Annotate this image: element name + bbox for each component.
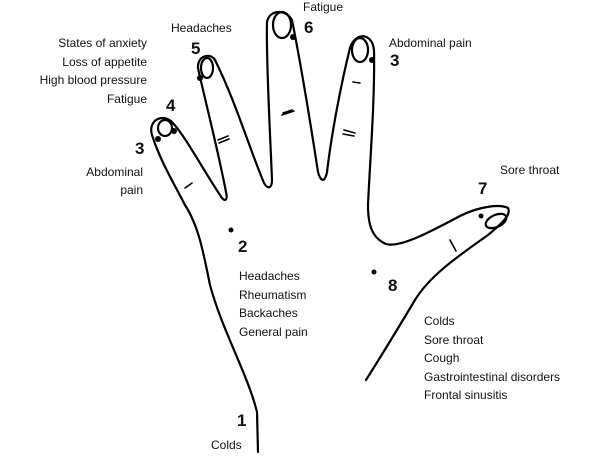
point-3-left-conditions: Abdominal pain bbox=[86, 163, 143, 199]
point-3-left bbox=[155, 136, 161, 142]
condition: Frontal sinusitis bbox=[424, 388, 508, 402]
point-8-conditions: Colds Sore throat Cough Gastrointestinal… bbox=[424, 312, 560, 405]
point-6 bbox=[290, 34, 296, 40]
nail-index bbox=[350, 36, 370, 64]
nail-little bbox=[156, 118, 174, 138]
point-3-right-condition: Abdominal pain bbox=[389, 36, 472, 50]
point-1-condition: Colds bbox=[211, 438, 242, 452]
hand-contour bbox=[150, 10, 510, 454]
nail-ring bbox=[199, 56, 215, 80]
point-6-condition: Fatigue bbox=[303, 0, 344, 14]
point-7-condition: Sore throat bbox=[500, 163, 560, 177]
condition: Rheumatism bbox=[239, 287, 307, 302]
point-5 bbox=[197, 75, 203, 81]
condition: Gastrointestinal disorders bbox=[424, 369, 561, 384]
point-1-number: 1 bbox=[237, 411, 247, 430]
condition: Abdominal bbox=[86, 165, 143, 179]
knuckle-creases bbox=[184, 81, 457, 252]
condition: Sore throat bbox=[424, 332, 484, 347]
condition: General pain bbox=[239, 324, 308, 339]
point-3-right-number: 3 bbox=[390, 51, 400, 70]
condition: Backaches bbox=[239, 306, 298, 320]
point-5-number: 5 bbox=[191, 39, 201, 58]
point-2 bbox=[228, 227, 234, 233]
point-3-right bbox=[369, 57, 375, 63]
condition: States of anxiety bbox=[58, 36, 147, 50]
condition: Fatigue bbox=[106, 91, 147, 106]
point-4-number: 4 bbox=[166, 96, 176, 115]
condition: Headaches bbox=[239, 269, 300, 283]
point-8 bbox=[371, 269, 377, 275]
condition: High blood pressure bbox=[39, 73, 147, 87]
condition: Cough bbox=[424, 351, 460, 365]
nail-thumb bbox=[484, 212, 508, 230]
point-6-number: 6 bbox=[304, 18, 314, 37]
nail-middle bbox=[271, 10, 293, 40]
point-7-number: 7 bbox=[478, 179, 488, 198]
condition: pain bbox=[120, 183, 143, 197]
point-8-number: 8 bbox=[388, 276, 398, 295]
pressure-points bbox=[155, 34, 484, 275]
point-2-number: 2 bbox=[238, 237, 248, 256]
point-4-conditions: States of anxiety Loss of appetite High … bbox=[40, 34, 147, 108]
point-7 bbox=[478, 213, 484, 219]
condition: Colds bbox=[424, 314, 455, 328]
condition: Loss of appetite bbox=[62, 54, 147, 69]
point-3-left-number: 3 bbox=[135, 139, 145, 158]
point-5-condition: Headaches bbox=[171, 21, 232, 35]
point-4 bbox=[171, 128, 177, 134]
point-2-conditions: Headaches Rheumatism Backaches General p… bbox=[239, 267, 308, 341]
